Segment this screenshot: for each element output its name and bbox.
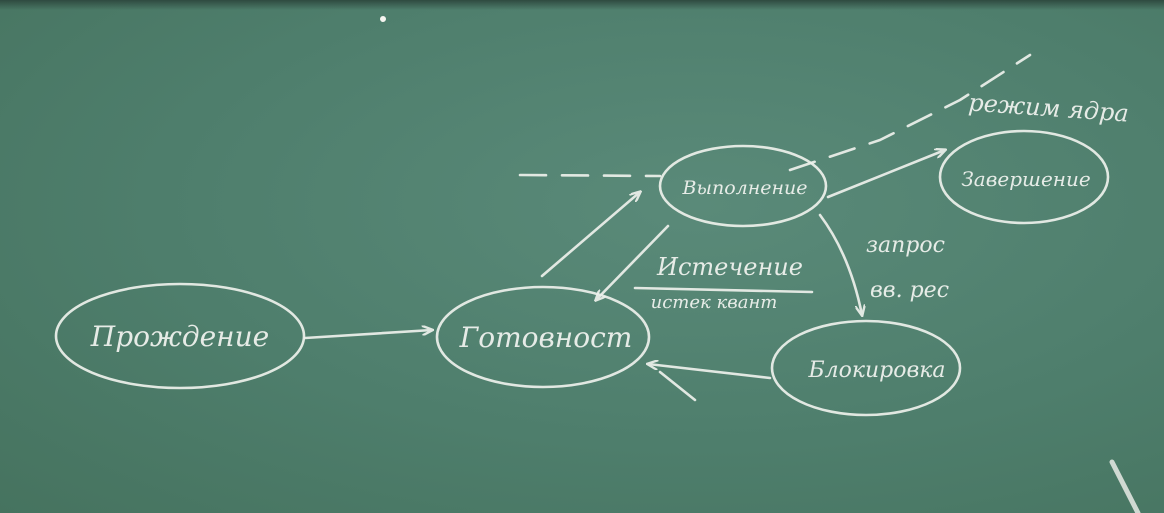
pointer-stick [1109, 459, 1141, 513]
preempt-label-underline [633, 286, 814, 294]
state-finished-label: Завершение [961, 167, 1090, 191]
state-finished-ellipse [938, 129, 1110, 225]
state-blocked-label: Блокировка [807, 358, 945, 383]
state-running-ellipse [658, 144, 828, 228]
arrow-blocked-tail-stroke [658, 370, 697, 402]
chalk-speck [380, 16, 386, 22]
state-running-label: Выполнение [682, 177, 808, 199]
preempt-label-line2: истек квант [651, 292, 778, 313]
state-blocked-ellipse [770, 319, 962, 417]
arrow-running-to-finished [826, 150, 945, 199]
state-birth-ellipse [54, 282, 306, 390]
state-ready-ellipse [435, 285, 651, 389]
preempt-label-line1: Истечение [656, 253, 803, 281]
io-request-label-line2: вв. рес [870, 278, 949, 303]
arrow-birth-to-ready [303, 330, 432, 340]
arrow-running-to-ready [596, 224, 670, 300]
kernel-boundary-dashed-line [518, 53, 1032, 178]
state-ready-label: Готовност [459, 321, 633, 354]
io-request-label-line1: запрос [866, 233, 945, 258]
board-top-frame [0, 0, 1164, 10]
state-birth-label: Прождение [90, 320, 269, 353]
arrow-running-to-blocked [818, 213, 862, 315]
arrow-blocked-to-ready [648, 364, 772, 380]
arrow-ready-to-running [540, 192, 640, 278]
kernel-mode-label: режим ядра [967, 88, 1129, 127]
